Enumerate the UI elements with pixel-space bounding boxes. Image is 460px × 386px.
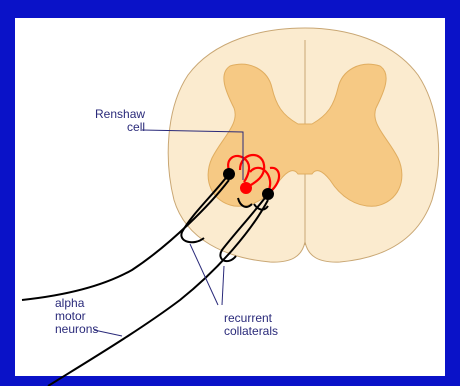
recurrent-label-line2: collaterals — [224, 325, 278, 338]
alpha-motor-neurons-label: alpha motor neurons — [55, 297, 98, 336]
recurrent-collaterals-label: recurrent collaterals — [224, 312, 278, 338]
renshaw-cell — [240, 182, 252, 194]
renshaw-cell-label: Renshaw cell — [95, 108, 145, 134]
renshaw-label-line2: cell — [95, 121, 145, 134]
alpha-label-line3: neurons — [55, 323, 98, 336]
